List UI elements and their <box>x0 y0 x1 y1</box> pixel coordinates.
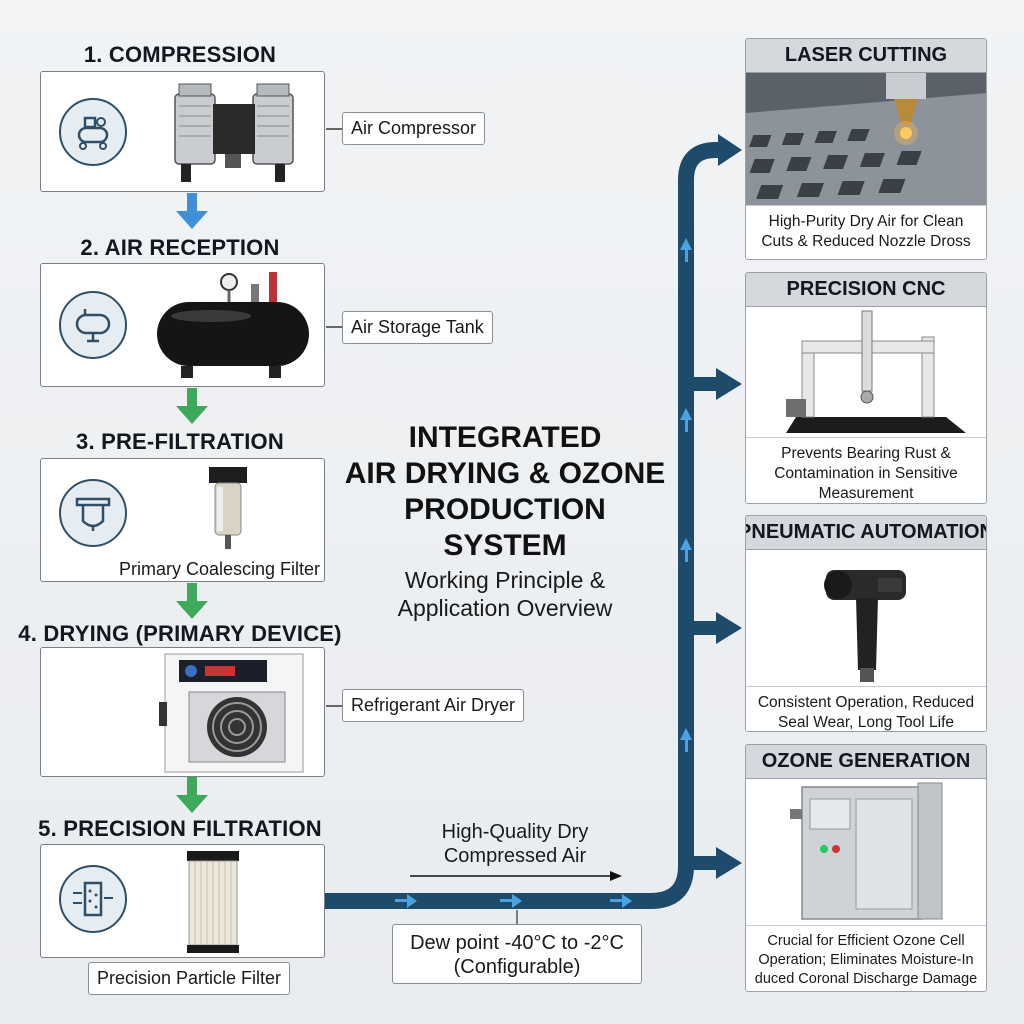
title-line: SYSTEM <box>443 529 567 562</box>
stage-box-air-reception <box>40 263 325 387</box>
air-storage-tank-image <box>157 272 309 378</box>
down-arrow-icon <box>176 388 208 424</box>
app-desc-line: Measurement <box>818 485 914 502</box>
stage-box-compression <box>40 71 325 192</box>
filter-icon <box>59 479 127 547</box>
app-title-laser-cutting: LASER CUTTING <box>746 39 986 73</box>
label-air-compressor: Air Compressor <box>342 112 486 145</box>
stage-box-pre-filtration: Primary Coalescing Filter <box>40 458 325 582</box>
flow-label-line: High-Quality Dry <box>441 821 589 843</box>
app-desc-laser-cutting: High-Purity Dry Air for Clean Cuts & Red… <box>746 205 986 258</box>
app-desc-line: Crucial for Efficient Ozone Cell <box>767 933 965 949</box>
app-title-precision-cnc: PRECISION CNC <box>746 273 986 307</box>
label-air-storage-tank: Air Storage Tank <box>342 311 493 344</box>
app-desc-line: duced Coronal Discharge Damage <box>754 971 978 987</box>
precision-particle-filter-image <box>187 851 239 953</box>
stage-box-precision-filtration <box>40 844 325 958</box>
stage-title-compression: 1. COMPRESSION <box>83 42 277 67</box>
ozone-generator-image <box>746 779 986 925</box>
precision-cnc-image <box>746 307 986 437</box>
app-desc-line: Cuts & Reduced Nozzle Dross <box>761 233 971 250</box>
app-desc-line: Consistent Operation, Reduced <box>757 694 975 711</box>
coalescing-filter-image <box>209 467 247 549</box>
stage-title-drying: 4. DRYING (PRIMARY DEVICE) <box>18 621 342 646</box>
title-line: INTEGRATED <box>408 421 602 454</box>
app-desc-line: High-Purity Dry Air for Clean <box>768 213 964 230</box>
app-card-pneumatic-automation: PNEUMATIC AUTOMATION Consistent Operatio… <box>745 515 987 732</box>
subtitle-line: Working Principle & <box>404 567 606 593</box>
stage-box-drying <box>40 647 325 777</box>
app-card-precision-cnc: PRECISION CNC Prevents Bearing Rust & Co… <box>745 272 987 504</box>
app-desc-line: Prevents Bearing Rust & <box>781 445 951 462</box>
down-arrow-icon <box>176 777 208 813</box>
dew-point-line: (Configurable) <box>453 956 581 978</box>
laser-cutting-image <box>746 73 986 205</box>
label-primary-coalescing-filter: Primary Coalescing Filter <box>119 559 321 579</box>
app-desc-line: Contamination in Sensitive <box>774 465 958 482</box>
app-card-ozone-generation: OZONE GENERATION Crucial for Efficient O… <box>745 744 987 992</box>
flow-label-line: Compressed Air <box>443 845 587 867</box>
air-compressor-image <box>174 83 294 182</box>
app-desc-precision-cnc: Prevents Bearing Rust & Contamination in… <box>746 437 986 503</box>
refrigerant-air-dryer-image <box>159 653 304 773</box>
app-title-ozone-generation: OZONE GENERATION <box>746 745 986 779</box>
flow-label: High-Quality Dry Compressed Air <box>400 820 630 868</box>
title-line: AIR DRYING & OZONE <box>344 457 666 490</box>
page-title: INTEGRATED AIR DRYING & OZONE PRODUCTION… <box>340 420 670 564</box>
pneumatic-tool-image <box>746 550 986 686</box>
app-card-laser-cutting: LASER CUTTING <box>745 38 987 260</box>
app-title-pneumatic-automation: PNEUMATIC AUTOMATION <box>746 516 986 550</box>
down-arrow-icon <box>176 193 208 229</box>
title-line: PRODUCTION <box>404 493 606 526</box>
leader-line <box>326 128 342 130</box>
app-desc-pneumatic-automation: Consistent Operation, Reduced Seal Wear,… <box>746 686 986 731</box>
stage-title-air-reception: 2. AIR RECEPTION <box>80 235 280 260</box>
down-arrow-icon <box>176 583 208 619</box>
stage-title-precision-filtration: 5. PRECISION FILTRATION <box>38 816 322 841</box>
app-desc-line: Seal Wear, Long Tool Life <box>777 714 955 731</box>
precision-filter-icon <box>59 865 127 933</box>
app-desc-line: Operation; Eliminates Moisture-In <box>758 952 974 968</box>
app-desc-ozone-generation: Crucial for Efficient Ozone Cell Operati… <box>746 925 986 991</box>
dew-point-label: Dew point -40°C to -2°C (Configurable) <box>392 924 642 984</box>
page-subtitle: Working Principle & Application Overview <box>340 566 670 622</box>
tank-icon <box>59 291 127 359</box>
dew-point-line: Dew point -40°C to -2°C <box>410 932 624 954</box>
stage-title-pre-filtration: 3. PRE-FILTRATION <box>76 429 284 454</box>
leader-line <box>326 326 342 328</box>
compressor-icon <box>59 98 127 166</box>
label-precision-particle-filter: Precision Particle Filter <box>88 962 291 995</box>
label-refrigerant-air-dryer: Refrigerant Air Dryer <box>342 689 525 722</box>
subtitle-line: Application Overview <box>397 595 613 621</box>
leader-line <box>326 705 342 707</box>
